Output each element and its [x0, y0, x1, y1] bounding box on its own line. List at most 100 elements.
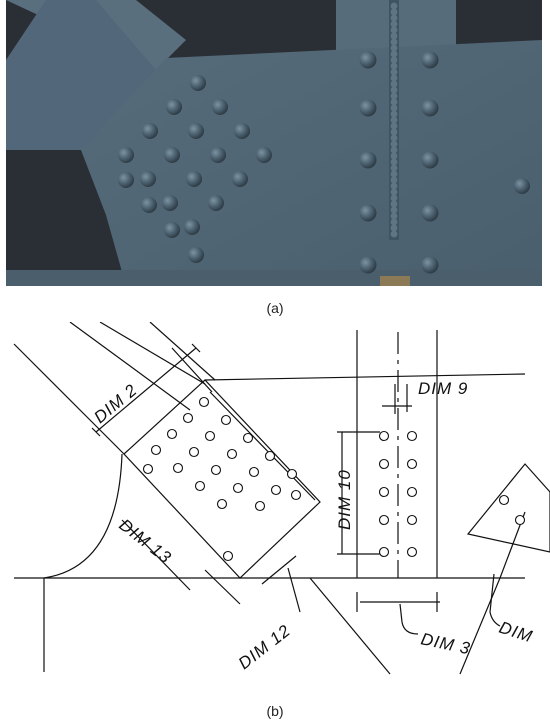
dim2-ext — [171, 347, 213, 393]
rivet — [421, 151, 439, 169]
bolt-hole — [406, 458, 418, 470]
dim12-ext-a — [204, 569, 241, 605]
weld-bead — [390, 50, 398, 58]
rivet — [359, 99, 377, 117]
rivet — [359, 151, 377, 169]
label-dim3: DIM 3 — [419, 629, 472, 658]
weld-bead — [390, 14, 398, 22]
weld-bead — [390, 74, 398, 82]
weld-bead — [390, 104, 398, 112]
rivet — [232, 171, 248, 187]
diagonal-edge-3 — [99, 321, 206, 385]
weld-bead — [390, 116, 398, 124]
bolt-hole — [254, 500, 266, 512]
rivet — [164, 147, 180, 163]
weld-bead — [390, 146, 398, 154]
bolt-hole — [406, 514, 418, 526]
rivet — [118, 172, 134, 188]
weld-beads — [390, 2, 398, 238]
bolt-hole — [222, 550, 234, 562]
rivet — [118, 147, 134, 163]
gusset-plate — [81, 40, 542, 286]
dim12-ext-b — [261, 555, 297, 585]
rivet — [256, 147, 272, 163]
weld-bead — [390, 206, 398, 214]
weld-bead — [390, 194, 398, 202]
rivet — [421, 51, 439, 69]
weld-bead — [390, 176, 398, 184]
rivet — [190, 75, 206, 91]
photo-illustration — [6, 0, 542, 286]
rivet — [359, 256, 377, 274]
weld-bead — [390, 134, 398, 142]
bolt-hole — [172, 462, 184, 474]
bolt-hole — [378, 514, 390, 526]
rivet — [210, 147, 226, 163]
weld-bead — [390, 212, 398, 220]
rivet — [140, 171, 156, 187]
bolt-hole — [378, 546, 390, 558]
dim3-leader — [399, 603, 419, 635]
bolt-hole — [406, 486, 418, 498]
label-dim13: DIM 13 — [116, 515, 176, 567]
weld-bead — [390, 38, 398, 46]
weld-bead — [390, 218, 398, 226]
weld-bead — [390, 92, 398, 100]
bolt-hole — [188, 446, 200, 458]
weld-bead — [390, 128, 398, 136]
weld-bead — [390, 170, 398, 178]
curved-cutout — [6, 200, 126, 286]
bolt-hole — [216, 498, 228, 510]
bolt-hole — [378, 486, 390, 498]
weld-bead — [390, 98, 398, 106]
bolt-hole-group — [142, 396, 526, 562]
weld-bead — [390, 152, 398, 160]
label-dim-cut: DIM — [497, 618, 535, 647]
caption-b: (b) — [266, 703, 284, 719]
weld-bead — [390, 8, 398, 16]
rivet — [162, 195, 178, 211]
rivet — [208, 195, 224, 211]
dim2-tick-b — [191, 343, 201, 353]
bolt-hole — [166, 428, 178, 440]
bolt-hole — [210, 464, 222, 476]
diagonal-edge-2 — [69, 321, 191, 411]
diagonal-edge-1 — [13, 343, 125, 455]
riveted-connection-photo — [6, 0, 542, 286]
bolt-hole — [378, 458, 390, 470]
rivet — [212, 99, 228, 115]
gusset-outline — [123, 379, 321, 579]
right-partial-member — [466, 463, 550, 553]
rivet — [142, 123, 158, 139]
rivet — [166, 99, 182, 115]
weld-bead — [390, 56, 398, 64]
weld-bead — [390, 182, 398, 190]
weld-bead — [390, 44, 398, 52]
dim13-line — [121, 519, 191, 591]
weld-bead — [390, 224, 398, 232]
weld-bead — [390, 122, 398, 130]
bolt-hole — [290, 489, 302, 501]
rivet — [359, 204, 377, 222]
bolt-hole — [248, 466, 260, 478]
weld-bead — [390, 32, 398, 40]
curved-cutout-line — [43, 453, 123, 579]
weld-bead — [390, 26, 398, 34]
weld-bead — [390, 20, 398, 28]
bolt-hole — [286, 468, 298, 480]
label-dim12: DIM 12 — [235, 621, 295, 673]
weld-bead — [390, 188, 398, 196]
dim12-leader — [287, 567, 301, 613]
bolt-hole — [264, 450, 276, 462]
rivet — [514, 178, 530, 194]
lower-v-right — [459, 577, 501, 675]
connection-drawing: DIM 2 DIM 9 DIM 10 DIM 13 DIM 12 DIM 3 D… — [0, 321, 550, 700]
drawing-lines — [13, 321, 550, 675]
weld-bead — [390, 230, 398, 238]
diagonal-edge-4 — [149, 321, 216, 381]
rivet — [359, 51, 377, 69]
bolt-hole — [226, 448, 238, 460]
rivet — [184, 219, 200, 235]
rust-patch — [380, 276, 410, 286]
bolt-hole — [142, 463, 154, 475]
